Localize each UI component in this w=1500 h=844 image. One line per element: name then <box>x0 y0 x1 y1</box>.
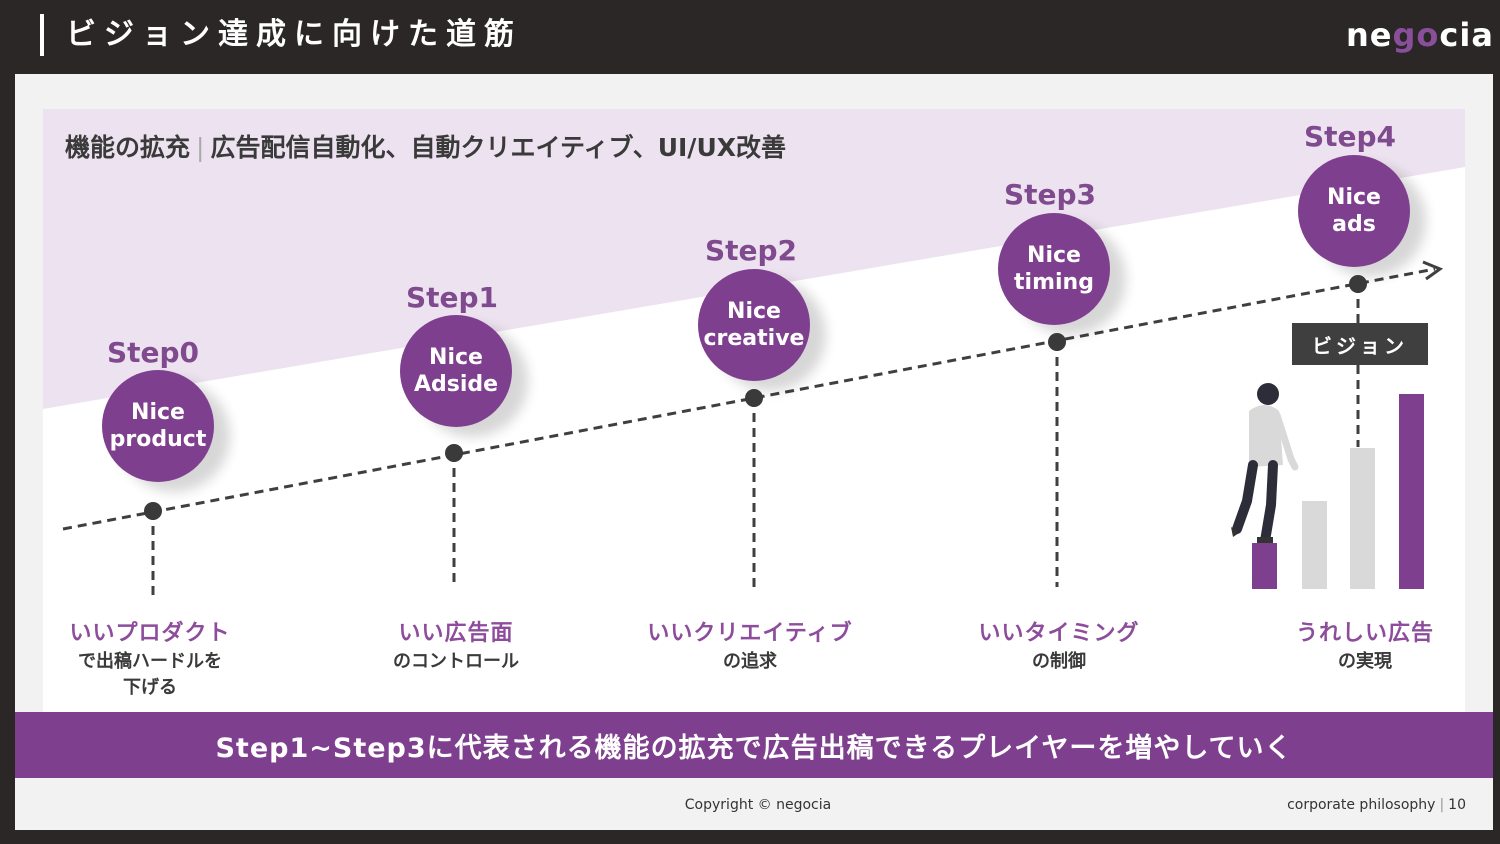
step3-caption: いいタイミング の制御 <box>939 619 1179 675</box>
growth-bar-3 <box>1350 448 1375 589</box>
step0-circle-text: Nice product <box>109 400 207 452</box>
subheading: 機能の拡充|広告配信自動化、自動クリエイティブ、UI/UX改善 <box>65 129 786 167</box>
step1-caption-title: いい広告面 <box>398 621 514 646</box>
step3-label: Step3 <box>1003 178 1097 211</box>
page-title: ビジョン達成に向けた道筋 <box>66 17 522 52</box>
step0-caption: いいプロダクト で出稿ハードルを 下げる <box>43 619 270 701</box>
lavender-band <box>43 109 1465 409</box>
page-footer: corporate philosophy|10 <box>1287 797 1466 813</box>
step2-node <box>745 389 763 407</box>
walking-person-illustration <box>1231 383 1299 546</box>
step3-circle: Nice timing <box>998 213 1110 325</box>
step4-label: Step4 <box>1303 120 1397 153</box>
step4-caption-title: うれしい広告 <box>1295 621 1434 646</box>
step2-caption-desc: の追求 <box>723 651 777 672</box>
growth-bar-4 <box>1399 394 1424 589</box>
vision-label: ビジョン <box>1292 323 1428 365</box>
step2-circle: Nice creative <box>698 269 810 381</box>
logo-text-mark: go <box>1392 16 1440 54</box>
step1-circle: Nice Adside <box>400 315 512 427</box>
step4-circle-text: Nice ads <box>1327 185 1381 237</box>
step1-node <box>445 444 463 462</box>
trend-arrow-head <box>1422 260 1444 281</box>
title-accent-bar <box>40 14 44 56</box>
subheading-separator: | <box>196 133 205 162</box>
copyright: Copyright © negocia <box>684 797 832 813</box>
step0-caption-title: いいプロダクト <box>69 621 231 646</box>
step3-node <box>1048 333 1066 351</box>
step2-caption-title: いいクリエイティブ <box>647 621 853 646</box>
growth-bar-2 <box>1302 501 1327 589</box>
footer-section: corporate philosophy <box>1287 797 1436 813</box>
step4-node <box>1349 275 1367 293</box>
step0-label: Step0 <box>106 336 200 369</box>
roadmap-canvas: 機能の拡充|広告配信自動化、自動クリエイティブ、UI/UX改善 Step0 Ni… <box>43 109 1465 712</box>
growth-bar-1 <box>1252 543 1277 589</box>
step2-label: Step2 <box>704 234 798 267</box>
step4-circle: Nice ads <box>1298 155 1410 267</box>
step0-caption-desc: で出稿ハードルを 下げる <box>78 651 222 698</box>
step1-caption: いい広告面 のコントロール <box>336 619 576 675</box>
step3-circle-text: Nice timing <box>1014 243 1094 295</box>
subheading-right: 広告配信自動化、自動クリエイティブ、UI/UX改善 <box>210 133 787 162</box>
page-number: 10 <box>1448 797 1466 813</box>
header-bar: ビジョン達成に向けた道筋 negocia <box>0 0 1500 74</box>
negocia-logo: negocia <box>1346 14 1494 56</box>
step2-circle-text: Nice creative <box>703 299 805 351</box>
logo-text-start: ne <box>1346 16 1393 54</box>
footer-separator: | <box>1439 797 1445 813</box>
step4-caption: うれしい広告 の実現 <box>1245 619 1465 675</box>
bottom-banner: Step1~Step3に代表される機能の拡充で広告出稿できるプレイヤーを増やして… <box>15 712 1493 778</box>
subheading-left: 機能の拡充 <box>65 133 191 162</box>
logo-text-end: cia <box>1439 16 1494 54</box>
step1-circle-text: Nice Adside <box>413 345 499 397</box>
step4-caption-desc: の実現 <box>1338 651 1392 672</box>
step2-caption: いいクリエイティブ の追求 <box>630 619 870 675</box>
step0-circle: Nice product <box>102 370 214 482</box>
step1-label: Step1 <box>405 281 499 314</box>
step3-caption-desc: の制御 <box>1032 651 1086 672</box>
step0-node <box>144 502 162 520</box>
step1-caption-desc: のコントロール <box>393 651 519 672</box>
step3-caption-title: いいタイミング <box>978 621 1140 646</box>
